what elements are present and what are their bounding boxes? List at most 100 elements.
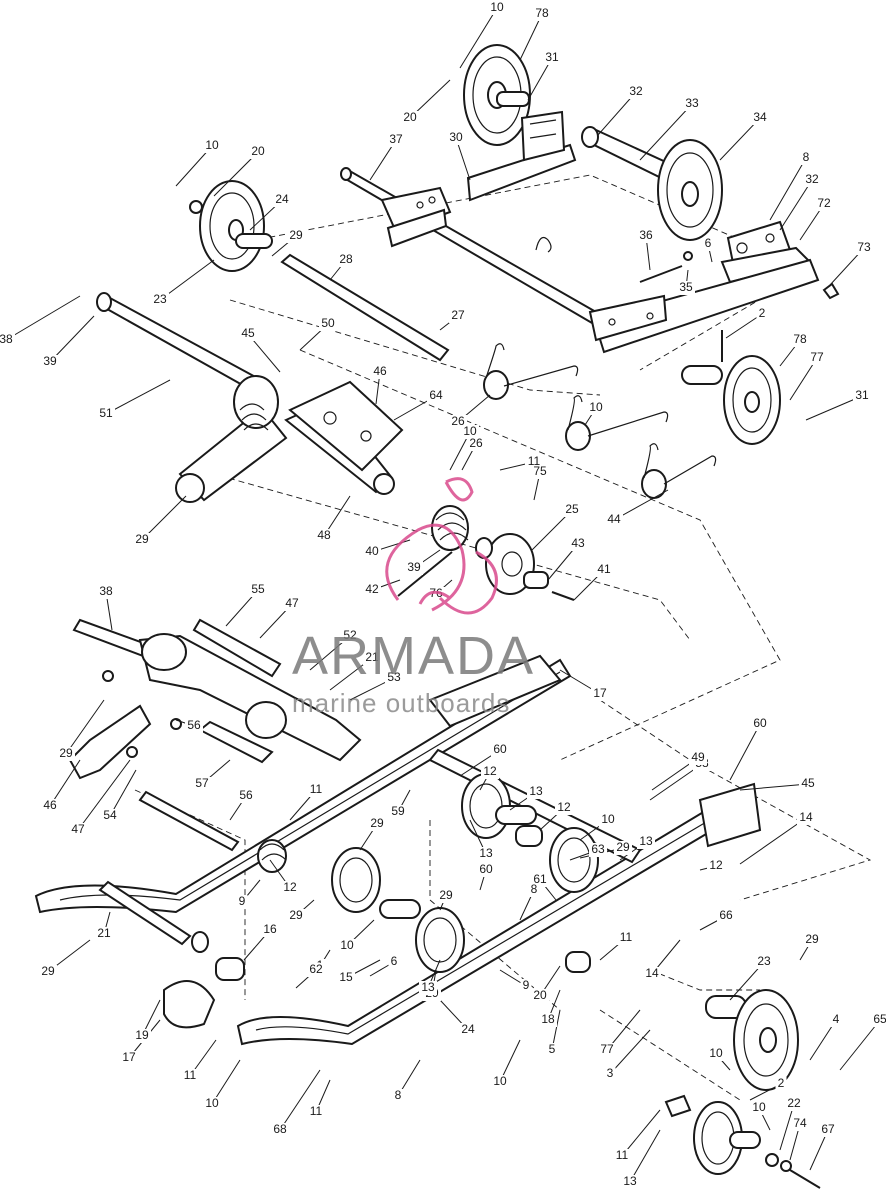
callout-background [133, 1029, 151, 1043]
callout-number: 65 [873, 1012, 886, 1026]
callout-number: 62 [309, 962, 323, 976]
callout-background [249, 583, 267, 597]
callout-background [830, 1013, 842, 1027]
callout-background [203, 1097, 221, 1111]
callout-number: 31 [545, 50, 559, 64]
callout-number: 64 [429, 388, 443, 402]
callout-background [120, 1051, 138, 1065]
torsion-springs [483, 343, 717, 499]
callout-number: 29 [616, 840, 630, 854]
callout-leader [629, 1129, 661, 1183]
callout-background [599, 813, 617, 827]
callout-number: 13 [623, 1174, 637, 1188]
callout-number: 10 [589, 400, 603, 414]
callout-number: 56 [187, 718, 201, 732]
tube-16 [98, 880, 192, 946]
callout-number: 3 [607, 1066, 614, 1080]
idler-wheel-23 [199, 180, 273, 272]
callout-background [461, 425, 479, 439]
callout-background [151, 293, 169, 307]
callout-number: 17 [593, 686, 607, 700]
callout-background [689, 751, 707, 765]
callout-leader [839, 1019, 881, 1071]
callout-leader [109, 769, 137, 817]
callout-background [388, 955, 400, 969]
callout-number: 9 [239, 894, 246, 908]
callout-background [491, 1075, 509, 1089]
callout-number: 6 [705, 236, 712, 250]
callout-background [307, 783, 325, 797]
callout-number: 23 [757, 954, 771, 968]
callout-number: 11 [616, 1148, 629, 1162]
callout-number: 14 [645, 966, 659, 980]
rail-bracket-60 [428, 654, 562, 728]
callout-background [319, 317, 337, 331]
callout-number: 51 [99, 406, 113, 420]
spacer-19 [565, 951, 591, 973]
frame-bracket-72 [720, 220, 812, 284]
callout-number: 67 [821, 1122, 835, 1136]
wheel-23-lower [705, 989, 799, 1091]
callout-leader [779, 1103, 795, 1151]
callout-background [477, 847, 495, 861]
callout-background [481, 765, 499, 779]
callout-leader [729, 723, 761, 781]
callout-number: 20 [251, 144, 265, 158]
wheel-13-b [549, 827, 599, 893]
callout-number: 35 [679, 280, 693, 294]
callout-number: 21 [97, 926, 111, 940]
callout-background [799, 777, 817, 791]
washer-20 [189, 200, 203, 214]
spring-hook [535, 237, 552, 253]
callout-number: 45 [801, 776, 815, 790]
wheel-13-lower [693, 1101, 821, 1189]
callout-number: 46 [373, 364, 387, 378]
callout-background [392, 1089, 404, 1103]
callout-leader [621, 1109, 661, 1157]
callout-background [643, 967, 661, 981]
callout-number: 10 [340, 938, 354, 952]
callout-leader [779, 179, 813, 231]
callout-background [387, 133, 405, 147]
callout-background [614, 841, 632, 855]
watermark-subtitle: marine outboards [292, 688, 510, 718]
callout-number: 40 [365, 544, 379, 558]
callout-background [531, 989, 549, 1003]
callout-background [707, 859, 725, 873]
callout-background [775, 1077, 787, 1091]
spacer-62 [215, 957, 245, 981]
callout-number: 20 [403, 110, 417, 124]
pulley-40 [485, 533, 575, 601]
callout-number: 10 [205, 1096, 219, 1110]
idler-wheel-78-right [681, 355, 781, 445]
callout-number: 32 [805, 172, 819, 186]
callout-number: 26 [451, 414, 465, 428]
callout-number: 5 [549, 1042, 556, 1056]
callout-number: 28 [339, 252, 353, 266]
callout-number: 12 [283, 880, 297, 894]
callout-background [237, 789, 255, 803]
callout-background [236, 895, 248, 909]
callout-number: 72 [817, 196, 831, 210]
callout-background [203, 139, 221, 153]
callout-number: 38 [99, 584, 113, 598]
callout-leader [141, 495, 187, 541]
cross-tube-28 [280, 253, 450, 362]
callout-number: 39 [43, 354, 57, 368]
callout-background [797, 811, 815, 825]
callout-background [677, 281, 695, 295]
callout-number: 8 [395, 1088, 402, 1102]
callout-background [808, 351, 826, 365]
callout-number: 8 [531, 882, 538, 896]
callout-number: 38 [0, 332, 13, 346]
callout-number: 36 [639, 228, 653, 242]
callout-background [785, 1097, 803, 1111]
callout-number: 47 [285, 596, 299, 610]
callout-background [101, 809, 119, 823]
callout-background [57, 747, 75, 761]
callout-background [449, 309, 467, 323]
callout-number: 33 [685, 96, 699, 110]
spacer-14 [515, 825, 543, 847]
callout-background [95, 927, 113, 941]
callout-background [389, 805, 407, 819]
